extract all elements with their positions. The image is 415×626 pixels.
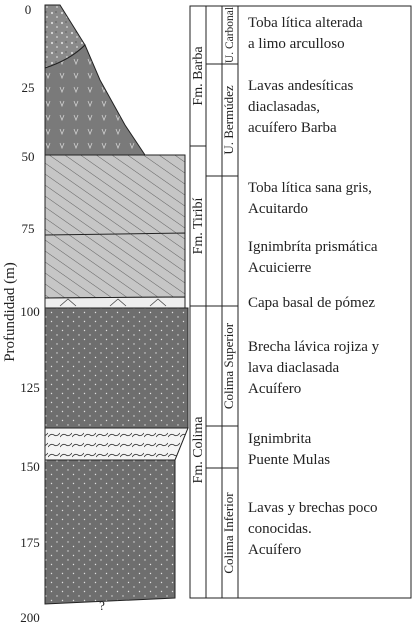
depth-axis: Profundidad (m) 0 25 50 75 100 125 150 1… [2,2,40,625]
desc-toba-sana: Toba lítica sana gris, Acuitardo [248,180,376,217]
desc-brecha-lavica: Brecha lávica rojiza y lava diaclasada A… [248,339,383,397]
layer-descriptions: Toba lítica alterada a limo arculloso La… [248,15,383,558]
layer-capa-pomez [44,296,186,309]
tick-label-25: 25 [22,80,35,95]
unit-labels: U. Carbonal U. Bermúdez Colima Superior … [221,7,236,574]
desc-toba-alterada: Toba lítica alterada a limo arculloso [248,15,366,52]
layer-ignimbrita-puente [44,427,189,461]
axis-title: Profundidad (m) [2,262,18,362]
formation-labels: Fm. Barba Fm. Tiribí Fm. Colima [191,46,206,484]
tick-label-175: 175 [20,535,40,550]
tick-label-0: 0 [25,2,32,17]
unit-label-carbonal: U. Carbonal [224,7,236,63]
tick-label-200: 200 [20,610,40,625]
desc-ignimbrita-prismatica: Ignimbríta prismática Acuicierre [248,239,381,276]
tick-label-50: 50 [22,149,35,164]
desc-capa-pomez: Capa basal de pómez [248,295,375,311]
tick-label-75: 75 [22,221,35,236]
formation-label-colima: Fm. Colima [191,416,206,484]
desc-lavas-brechas: Lavas y brechas poco conocidas. Acuífero [248,500,381,558]
desc-ignimbrita-puente: Ignimbrita Puente Mulas [248,431,330,468]
layer-toba-sana [44,154,186,236]
stratigraphic-table [189,5,412,599]
desc-lavas-andesiticas: Lavas andesíticas diaclasadas, acuífero … [248,78,357,136]
unit-label-bermudez: U. Bermúdez [221,85,236,155]
layer-ignimbrita-prismatica [44,232,186,299]
tick-label-125: 125 [20,380,40,395]
tick-label-100: 100 [20,304,40,319]
tick-label-150: 150 [20,459,40,474]
pomez-marks [59,298,167,307]
formation-label-tiribi: Fm. Tiribí [191,197,206,254]
formation-label-barba: Fm. Barba [191,46,206,106]
layer-brecha-lavica [44,307,189,429]
layer-lavas-andesiticas [44,44,146,156]
unit-label-colima-superior: Colima Superior [221,322,236,409]
unknown-depth-marker: ? [99,598,105,613]
layer-lavas-brechas [44,459,176,605]
unit-label-colima-inferior: Colima Inferior [221,492,236,574]
lithologic-column [44,4,189,605]
